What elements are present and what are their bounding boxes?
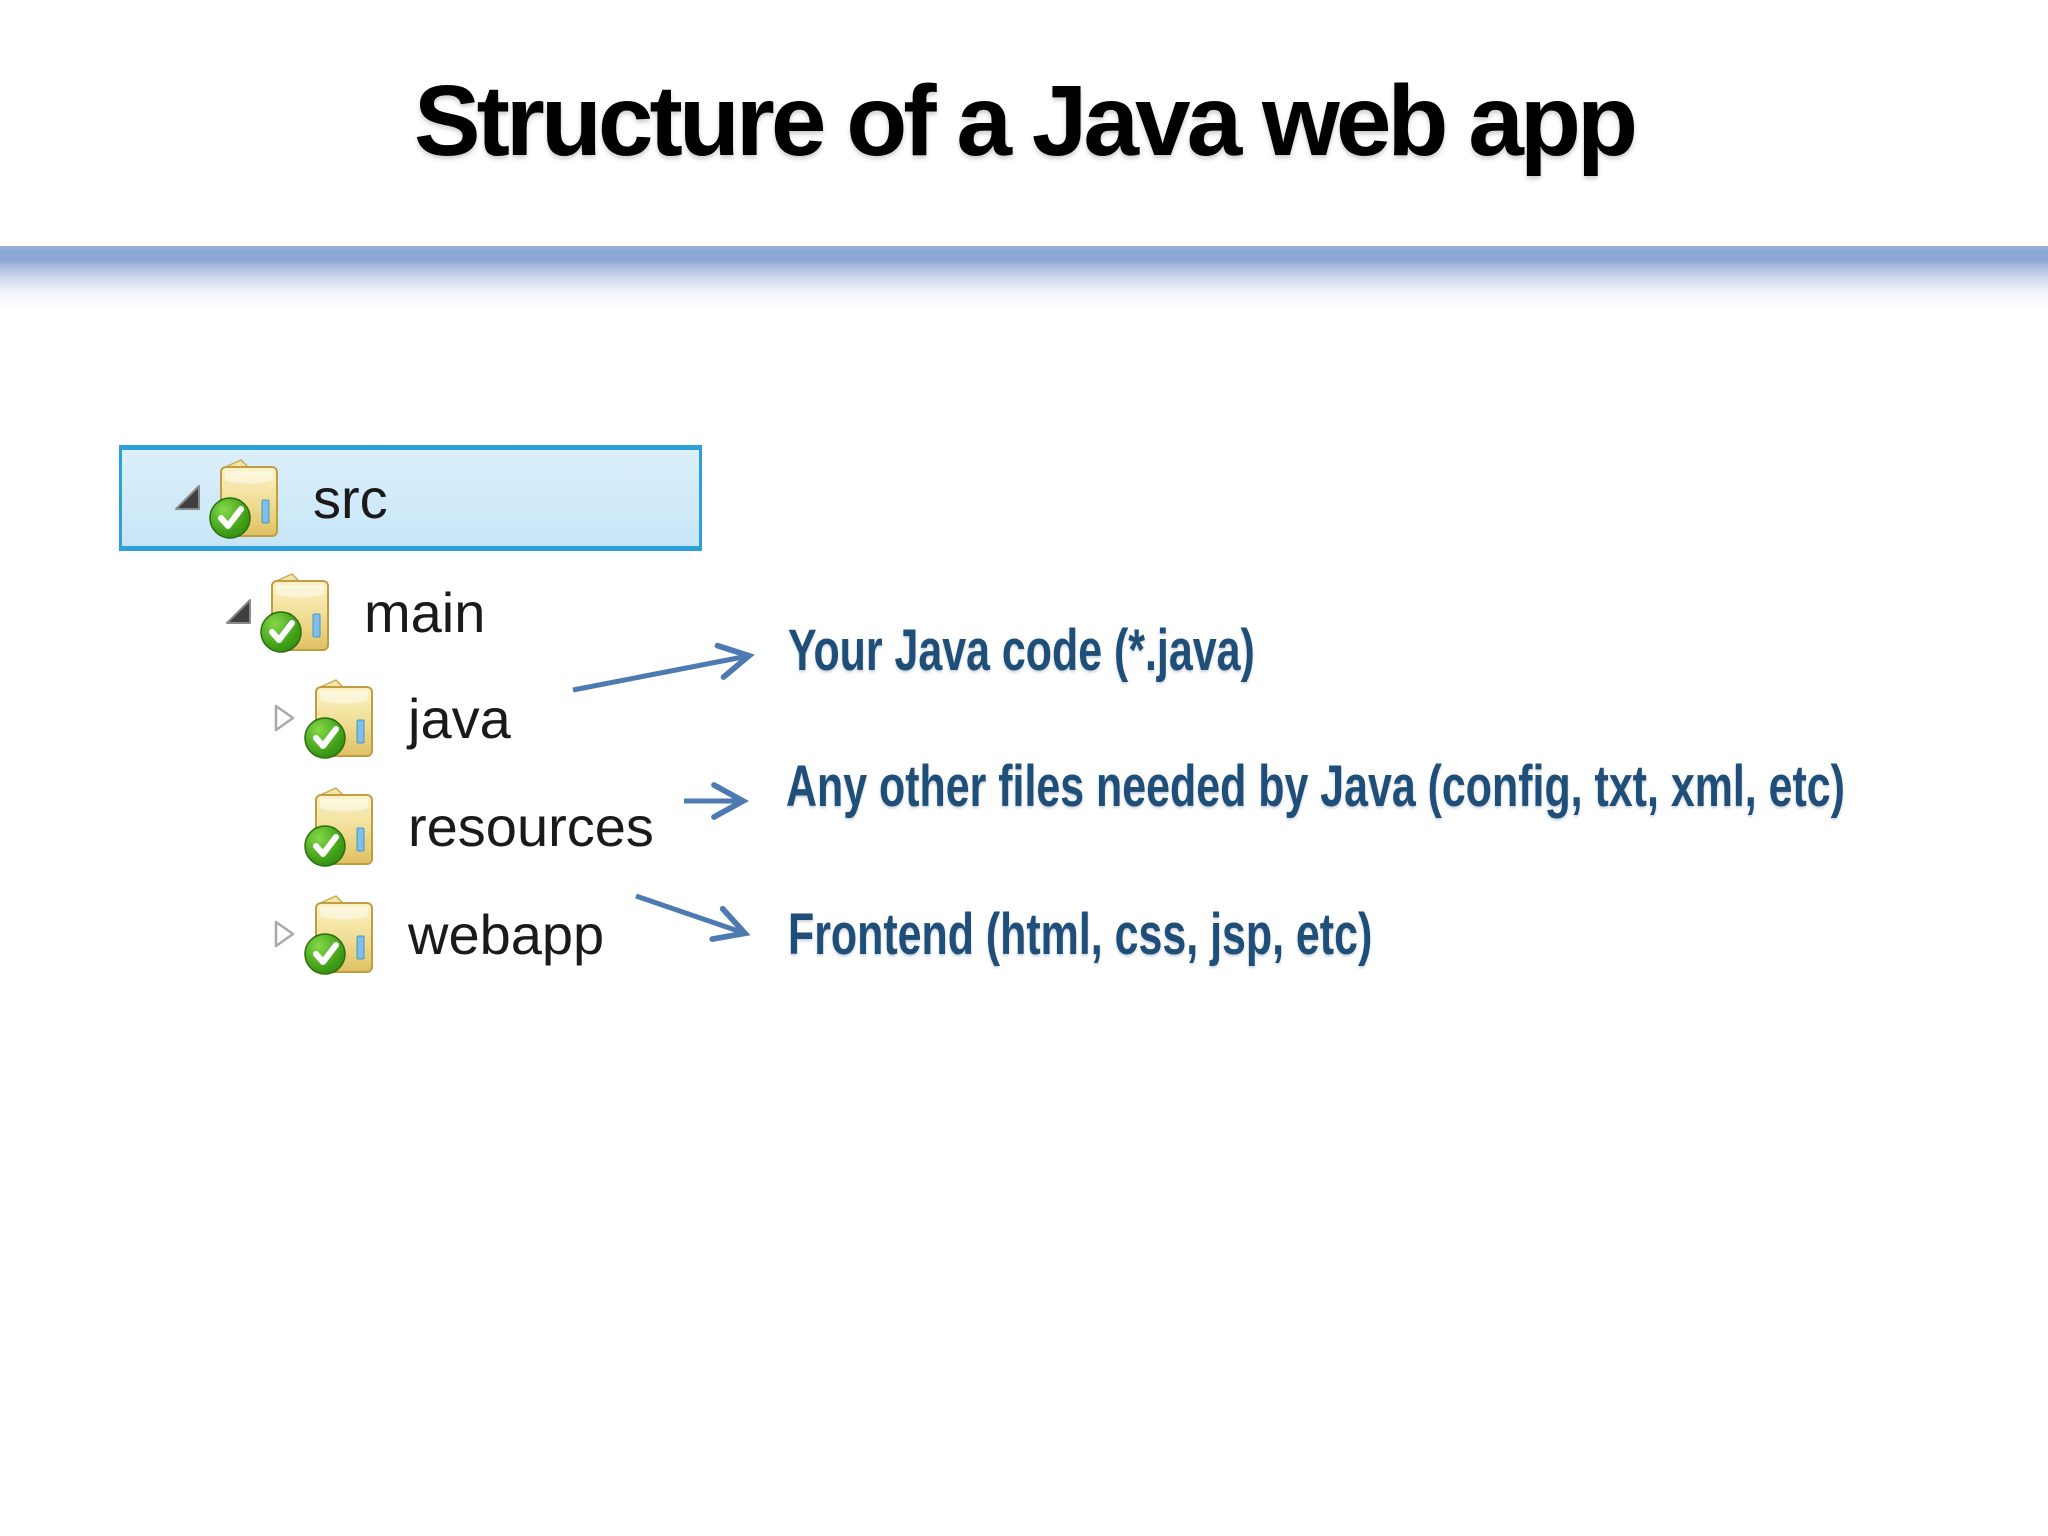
folder-checked-icon [312, 890, 380, 978]
tree-item-label: main [364, 580, 486, 644]
tree-item-main[interactable]: main [222, 562, 485, 662]
annotation-resources: Any other files needed by Java (config, … [786, 754, 1845, 819]
expand-toggle-collapsed-icon[interactable] [266, 917, 300, 951]
tree-item-java[interactable]: java [266, 668, 511, 768]
expand-toggle-expanded-icon[interactable] [222, 595, 256, 629]
tree-item-label: resources [408, 794, 654, 858]
annotation-java-code: Your Java code (*.java) [788, 618, 1255, 683]
annotation-frontend: Frontend (html, css, jsp, etc) [788, 902, 1373, 967]
arrow-java-to-annotation [572, 642, 755, 693]
tree-item-label: java [408, 686, 511, 750]
tree-item-src[interactable]: src [119, 445, 702, 551]
folder-checked-icon [312, 782, 380, 870]
title-divider-bar [0, 246, 2048, 308]
slide-title: Structure of a Java web app [413, 65, 1638, 177]
folder-checked-icon [312, 674, 380, 762]
tree-item-resources[interactable]: resources [266, 776, 654, 876]
tree-item-label: webapp [408, 902, 605, 966]
expand-toggle-collapsed-icon[interactable] [266, 701, 300, 735]
tree-item-webapp[interactable]: webapp [266, 884, 604, 984]
expand-toggle-expanded-icon[interactable] [171, 481, 205, 515]
folder-checked-icon [268, 568, 336, 656]
tree-item-label: src [313, 466, 388, 530]
folder-checked-icon [217, 454, 285, 542]
arrow-webapp-to-annotation [635, 893, 751, 942]
